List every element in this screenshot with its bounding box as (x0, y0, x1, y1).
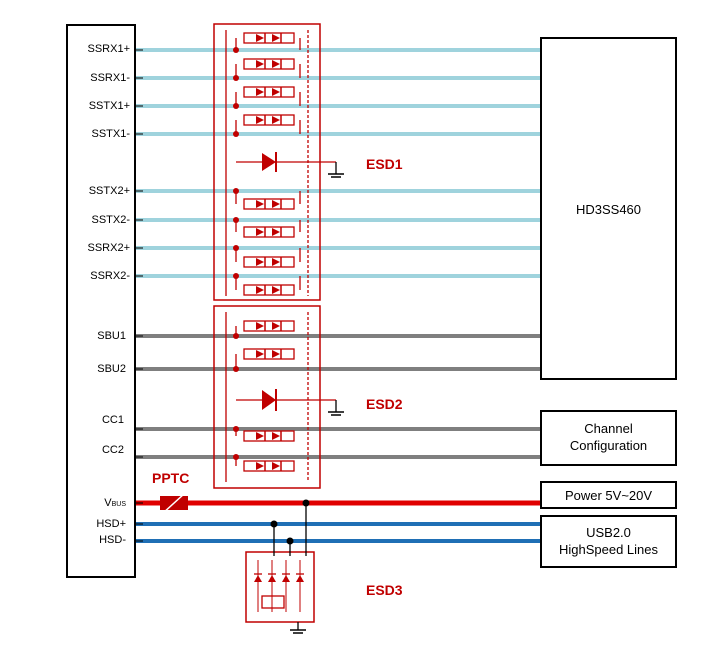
esd1-diode-pair-1-diode-a (256, 34, 264, 42)
pin-label-sbu1: SBU1 (97, 330, 126, 342)
esd2-diode-pair-2-frame (243, 348, 295, 360)
esd2-label: ESD2 (366, 396, 403, 412)
hd3ss460-label: HD3SS460 (575, 202, 642, 217)
esd1-diode-pair-5-diode-b (272, 200, 280, 208)
pin-label-ssrx2n: SSRX2- (90, 270, 130, 282)
pin-label-sstx1p: SSTX1+ (88, 100, 130, 112)
vbus-subscript: BUS (111, 501, 126, 508)
esd1-diode-pair-4-diode-a (256, 116, 264, 124)
esd1-diode-pair-3-diode-a (256, 88, 264, 96)
esd1-diode-pair-8-diode-b (272, 286, 280, 294)
esd2-diode-pair-1-frame (243, 320, 295, 332)
esd2-diode-pair-1-diode-a (256, 322, 264, 330)
esd2-node-4 (233, 454, 239, 460)
pin-label-sbu2: SBU2 (97, 363, 126, 375)
esd1-diode-pair-7-diode-b (272, 258, 280, 266)
pin-label-hsdp: HSD+ (96, 518, 126, 530)
esd3-core (261, 595, 285, 609)
esd1-diode-pair-2-diode-b (272, 60, 280, 68)
usb2-line1: USB2.0 (586, 525, 631, 540)
pin-label-sstx2p: SSTX2+ (88, 185, 130, 197)
pin-label-hsdn: HSD- (99, 534, 126, 546)
channel-configuration-line1: Channel (584, 421, 633, 436)
pin-label-ssrx2p: SSRX2+ (87, 242, 131, 254)
pptc-label: PPTC (152, 470, 190, 486)
esd1-diode-pair-8-diode-a (256, 286, 264, 294)
vbus-main-text: V (104, 497, 112, 509)
esd3-junction-2 (270, 520, 278, 528)
esd1-diode-pair-3-frame (243, 86, 295, 98)
esd2-diode-pair-3-diode-b (272, 432, 280, 440)
esd1-diode-pair-6-diode-a (256, 228, 264, 236)
esd1-diode-pair-5-frame (243, 198, 295, 210)
esd3-junction-1 (302, 499, 310, 507)
esd1-tvs-diode (262, 153, 276, 171)
esd3-junction-3 (286, 537, 294, 545)
esd1-diode-pair-7-frame (243, 256, 295, 268)
esd2-node-2 (233, 366, 239, 372)
esd1-diode-pair-1-diode-b (272, 34, 280, 42)
esd2-diode-pair-1-diode-b (272, 322, 280, 330)
usb-c-connector-block (66, 24, 136, 578)
esd1-label: ESD1 (366, 156, 403, 172)
esd1-diode-pair-6-frame (243, 226, 295, 238)
esd2-node-3 (233, 426, 239, 432)
esd1-diode-pair-8-frame (243, 284, 295, 296)
power-label: Power 5V~20V (564, 488, 653, 503)
hd3ss460-block (540, 37, 677, 380)
esd2-node-1 (233, 333, 239, 339)
esd1-diode-pair-4-frame (243, 114, 295, 126)
esd3-label: ESD3 (366, 582, 403, 598)
pin-label-sstx2n: SSTX2- (91, 214, 130, 226)
pin-label-cc1: CC1 (101, 414, 124, 426)
pin-label-cc2: CC2 (101, 444, 124, 456)
channel-configuration-line2: Configuration (569, 438, 648, 453)
esd1-diode-pair-2-diode-a (256, 60, 264, 68)
esd2-diode-pair-4-frame (243, 460, 295, 472)
esd1-diode-pair-1-frame (243, 32, 295, 44)
esd2-package (213, 305, 321, 489)
esd2-diode-pair-4-diode-a (256, 462, 264, 470)
esd1-diode-pair-4-diode-b (272, 116, 280, 124)
esd2-diode-pair-3-diode-a (256, 432, 264, 440)
esd2-diode-pair-4-diode-b (272, 462, 280, 470)
esd1-diode-pair-6-diode-b (272, 228, 280, 236)
esd1-diode-pair-5-diode-a (256, 200, 264, 208)
usb2-line2: HighSpeed Lines (558, 542, 659, 557)
pptc-slash (154, 493, 192, 515)
esd2-diode-pair-2-diode-b (272, 350, 280, 358)
pin-label-ssrx1p: SSRX1+ (87, 43, 131, 55)
pin-label-sstx1n: SSTX1- (91, 128, 130, 140)
channel-configuration-block (540, 410, 677, 466)
esd2-diode-pair-3-frame (243, 430, 295, 442)
pin-label-ssrx1n: SSRX1- (90, 72, 130, 84)
esd3-package (245, 551, 315, 623)
esd1-diode-pair-3-diode-b (272, 88, 280, 96)
power-block (540, 481, 677, 509)
esd1-diode-pair-7-diode-a (256, 258, 264, 266)
pin-label-vbus: VBUS (36, 497, 126, 509)
esd2-diode-pair-2-diode-a (256, 350, 264, 358)
esd2-tvs-diode (262, 390, 276, 410)
usb2-highspeed-block (540, 515, 677, 568)
esd1-diode-pair-2-frame (243, 58, 295, 70)
